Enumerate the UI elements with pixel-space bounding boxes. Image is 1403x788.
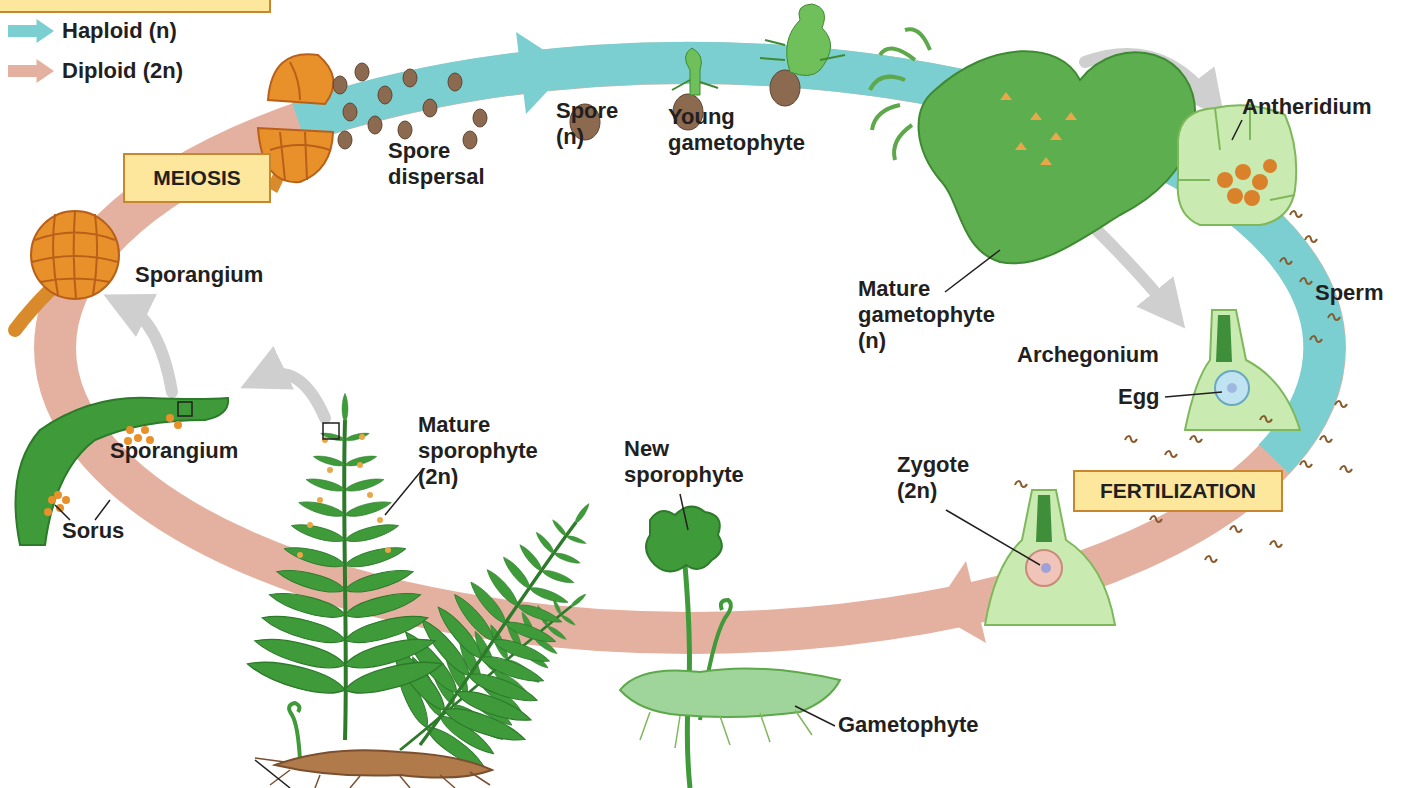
part-label: Archegonium — [1017, 342, 1187, 368]
part-label: Spore dispersal — [388, 138, 508, 190]
legend-row: Haploid (n) — [8, 18, 177, 44]
archegonium — [1185, 310, 1300, 430]
legend-swatch — [8, 59, 54, 83]
cycle-bands — [55, 32, 1325, 643]
key-box — [0, 0, 270, 12]
part-label: Spore (n) — [556, 98, 631, 150]
new-sporophyte — [620, 507, 840, 788]
stage-label: MEIOSIS — [153, 166, 241, 190]
part-label: Mature sporophyte (2n) — [418, 412, 568, 490]
part-label: New sporophyte — [624, 436, 774, 488]
part-label: Young gametophyte — [668, 104, 838, 156]
antheridium — [1178, 104, 1297, 225]
legend-text: Diploid (2n) — [62, 58, 183, 84]
part-label: Egg — [1118, 384, 1178, 410]
leader-lines — [385, 120, 1242, 726]
part-label: Mature gametophyte (n) — [858, 276, 1008, 354]
stage-box: FERTILIZATION — [1073, 470, 1283, 512]
legend-text: Haploid (n) — [62, 18, 177, 44]
stage-box: MEIOSIS — [123, 153, 271, 203]
mature-sporophyte — [245, 393, 659, 788]
part-label: Sporangium — [110, 438, 270, 464]
part-label: Sporangium — [135, 262, 295, 288]
mature-gametophyte — [870, 29, 1195, 263]
part-label: Sorus — [62, 518, 142, 544]
sperm — [1015, 211, 1352, 562]
legend-swatch — [8, 19, 54, 43]
part-label: Zygote (2n) — [897, 452, 989, 504]
sporangium-capsule — [15, 211, 119, 330]
part-label: Antheridium — [1242, 94, 1402, 120]
stage-label: FERTILIZATION — [1100, 479, 1256, 503]
sorus-leaf — [16, 398, 229, 545]
legend-row: Diploid (2n) — [8, 58, 183, 84]
part-label: Sperm — [1315, 280, 1403, 306]
part-label: Gametophyte — [838, 712, 998, 738]
